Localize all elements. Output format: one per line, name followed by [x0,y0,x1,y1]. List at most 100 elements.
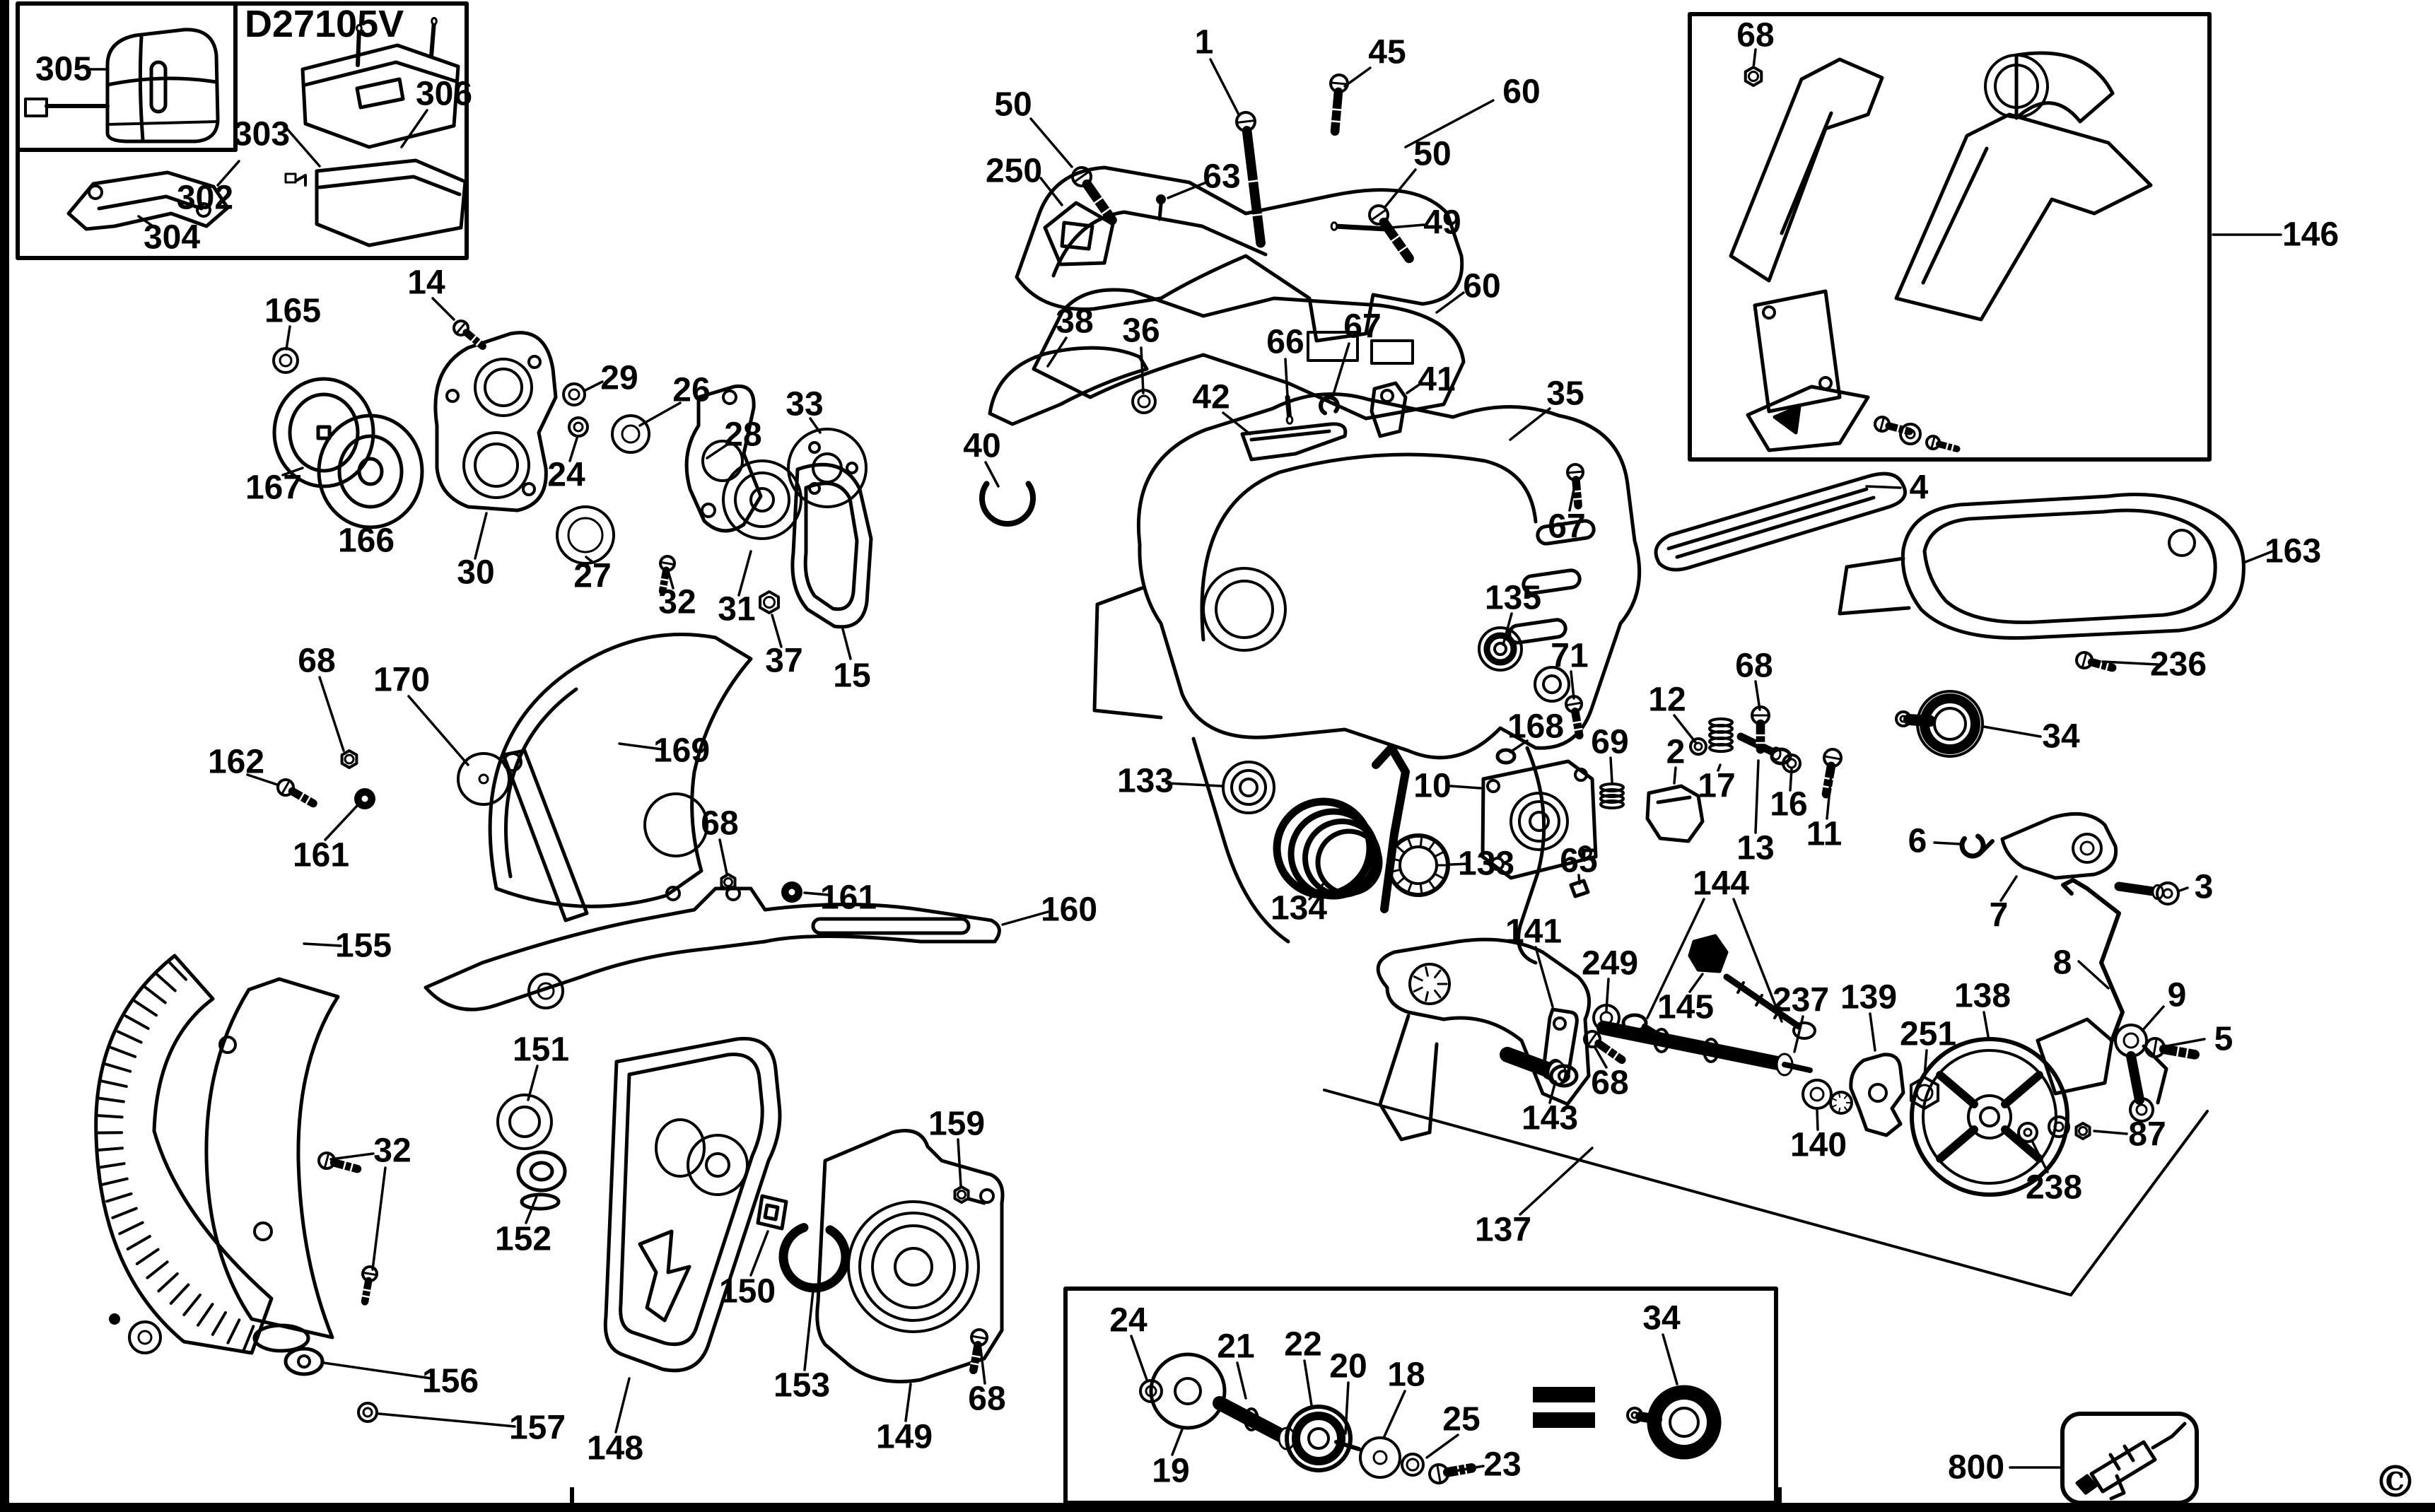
housing-slot1 [1536,519,1596,546]
star-237-hatch-rib [1843,1094,1849,1099]
duct-nut-68-inner [1748,71,1759,82]
boss-156-hole [297,1354,311,1369]
leader-line [1717,763,1722,772]
wedge-42 [1240,422,1348,462]
part-label-7: 7 [1990,897,2009,934]
housing-35 [1136,392,1642,760]
screw-162-slot [281,780,290,795]
guard-155-ribs-rib [95,1113,124,1119]
page-edge-bar [0,1503,2435,1512]
plate-10-h2 [1574,768,1588,782]
leader-line [1534,946,1554,1008]
part-label-169: 169 [653,732,710,770]
plate-149-c3 [871,1224,956,1309]
part-label-9: 9 [2168,977,2187,1014]
bearing-133b [1386,833,1450,897]
duct-nut-68 [1744,66,1763,87]
leader-line [618,742,663,751]
part-label-148: 148 [587,1430,643,1467]
part-label-159: 159 [928,1106,985,1143]
knob-151 [496,1094,553,1150]
leader-line [1732,898,1783,1023]
arm-160-slot [811,917,971,935]
leader-line [585,556,594,563]
washer-29-inner [568,388,580,401]
part-label-17: 17 [1698,768,1735,805]
leader-line [1167,181,1208,199]
plate-149-h [979,1188,995,1204]
duct-latch-tri [1773,404,1802,435]
duct-elbow [2014,51,2115,124]
plate-30-c2 [484,368,523,407]
screw-68d-thread [1606,1046,1613,1055]
battery-303-plug [284,172,297,184]
wheel-spoke4 [2001,1071,2043,1108]
battery-306-pin2 [429,19,436,59]
leader-line [324,804,358,841]
grommet-26-inner [621,424,641,444]
leader-line [284,126,321,168]
part-label-137: 137 [1475,1212,1531,1249]
leader-line [1594,1046,1608,1069]
bearing-133b-hatch-rib [1407,838,1413,848]
leader-line [1425,1434,1459,1459]
leader-line [318,676,345,752]
leader-line [2077,960,2110,990]
plate-149-c4 [894,1247,933,1287]
guard-155-ribs-rib [157,1272,179,1293]
screw-1-slot [1237,119,1254,124]
shaft-collar2 [1703,1038,1719,1063]
disc-167-inner [288,392,360,473]
duct-screw2-thread [1951,444,1955,452]
part-label-87: 87 [2128,1116,2166,1154]
part-label-34: 34 [2042,718,2080,756]
leader-line [378,1412,516,1428]
link-9-foot-inner [2135,1103,2148,1116]
leader-line [1284,358,1289,397]
cover-163-flap [1838,556,1911,616]
rod-144-end [1792,1021,1816,1040]
guard-169-hole [643,792,708,857]
duct-plate [1753,289,1842,414]
screw-32a-thread [659,584,667,588]
screw-45-thread [1332,108,1342,111]
part-label-145: 145 [1657,989,1714,1026]
leader-line [614,1377,631,1434]
pin-3-head-inner [2162,888,2173,899]
screw-50a-thread [1093,197,1104,204]
screw-32b2-thread [363,1288,371,1292]
wheel-138-hub [1967,1094,2012,1139]
leader-line [1570,670,1575,700]
plate-30-c3 [462,431,530,499]
link-9-inner [2122,1032,2139,1049]
grip-141-c [1408,963,1451,1005]
handle-bottom-inner1 [1307,331,1359,362]
screw-50b-slot [1371,209,1386,221]
shoe-2-line [1656,795,1692,804]
screw-67b-slot [1567,470,1583,474]
grease-box-border [2060,1412,2199,1505]
ring-40 [979,481,1036,527]
washer-238-inner [2023,1127,2033,1137]
ring-25 [1401,1453,1425,1477]
washer-87 [2048,1115,2070,1138]
bolt-143-head [1549,1064,1579,1088]
leader-line [1826,766,1833,820]
shaft-collar1 [1653,1028,1670,1053]
leader-line [737,550,752,597]
equals-b [1533,1412,1595,1428]
pulley-31-b [734,471,790,528]
star-237-hatch-rib [1843,1106,1849,1112]
part-label-23: 23 [1483,1446,1521,1484]
shaft-139 [1596,1021,1792,1072]
screw-5-shaft [2159,1044,2200,1060]
shaft-tip [1782,1062,1813,1073]
part-label-65: 65 [1560,843,1597,880]
leader-line [1983,725,2042,738]
screw-68f-slot [971,1335,987,1340]
duct-screw1-thread [1896,424,1900,433]
part-label-167: 167 [245,469,302,507]
duct-plate-hole1 [1762,305,1776,320]
leader-line [803,1289,814,1371]
